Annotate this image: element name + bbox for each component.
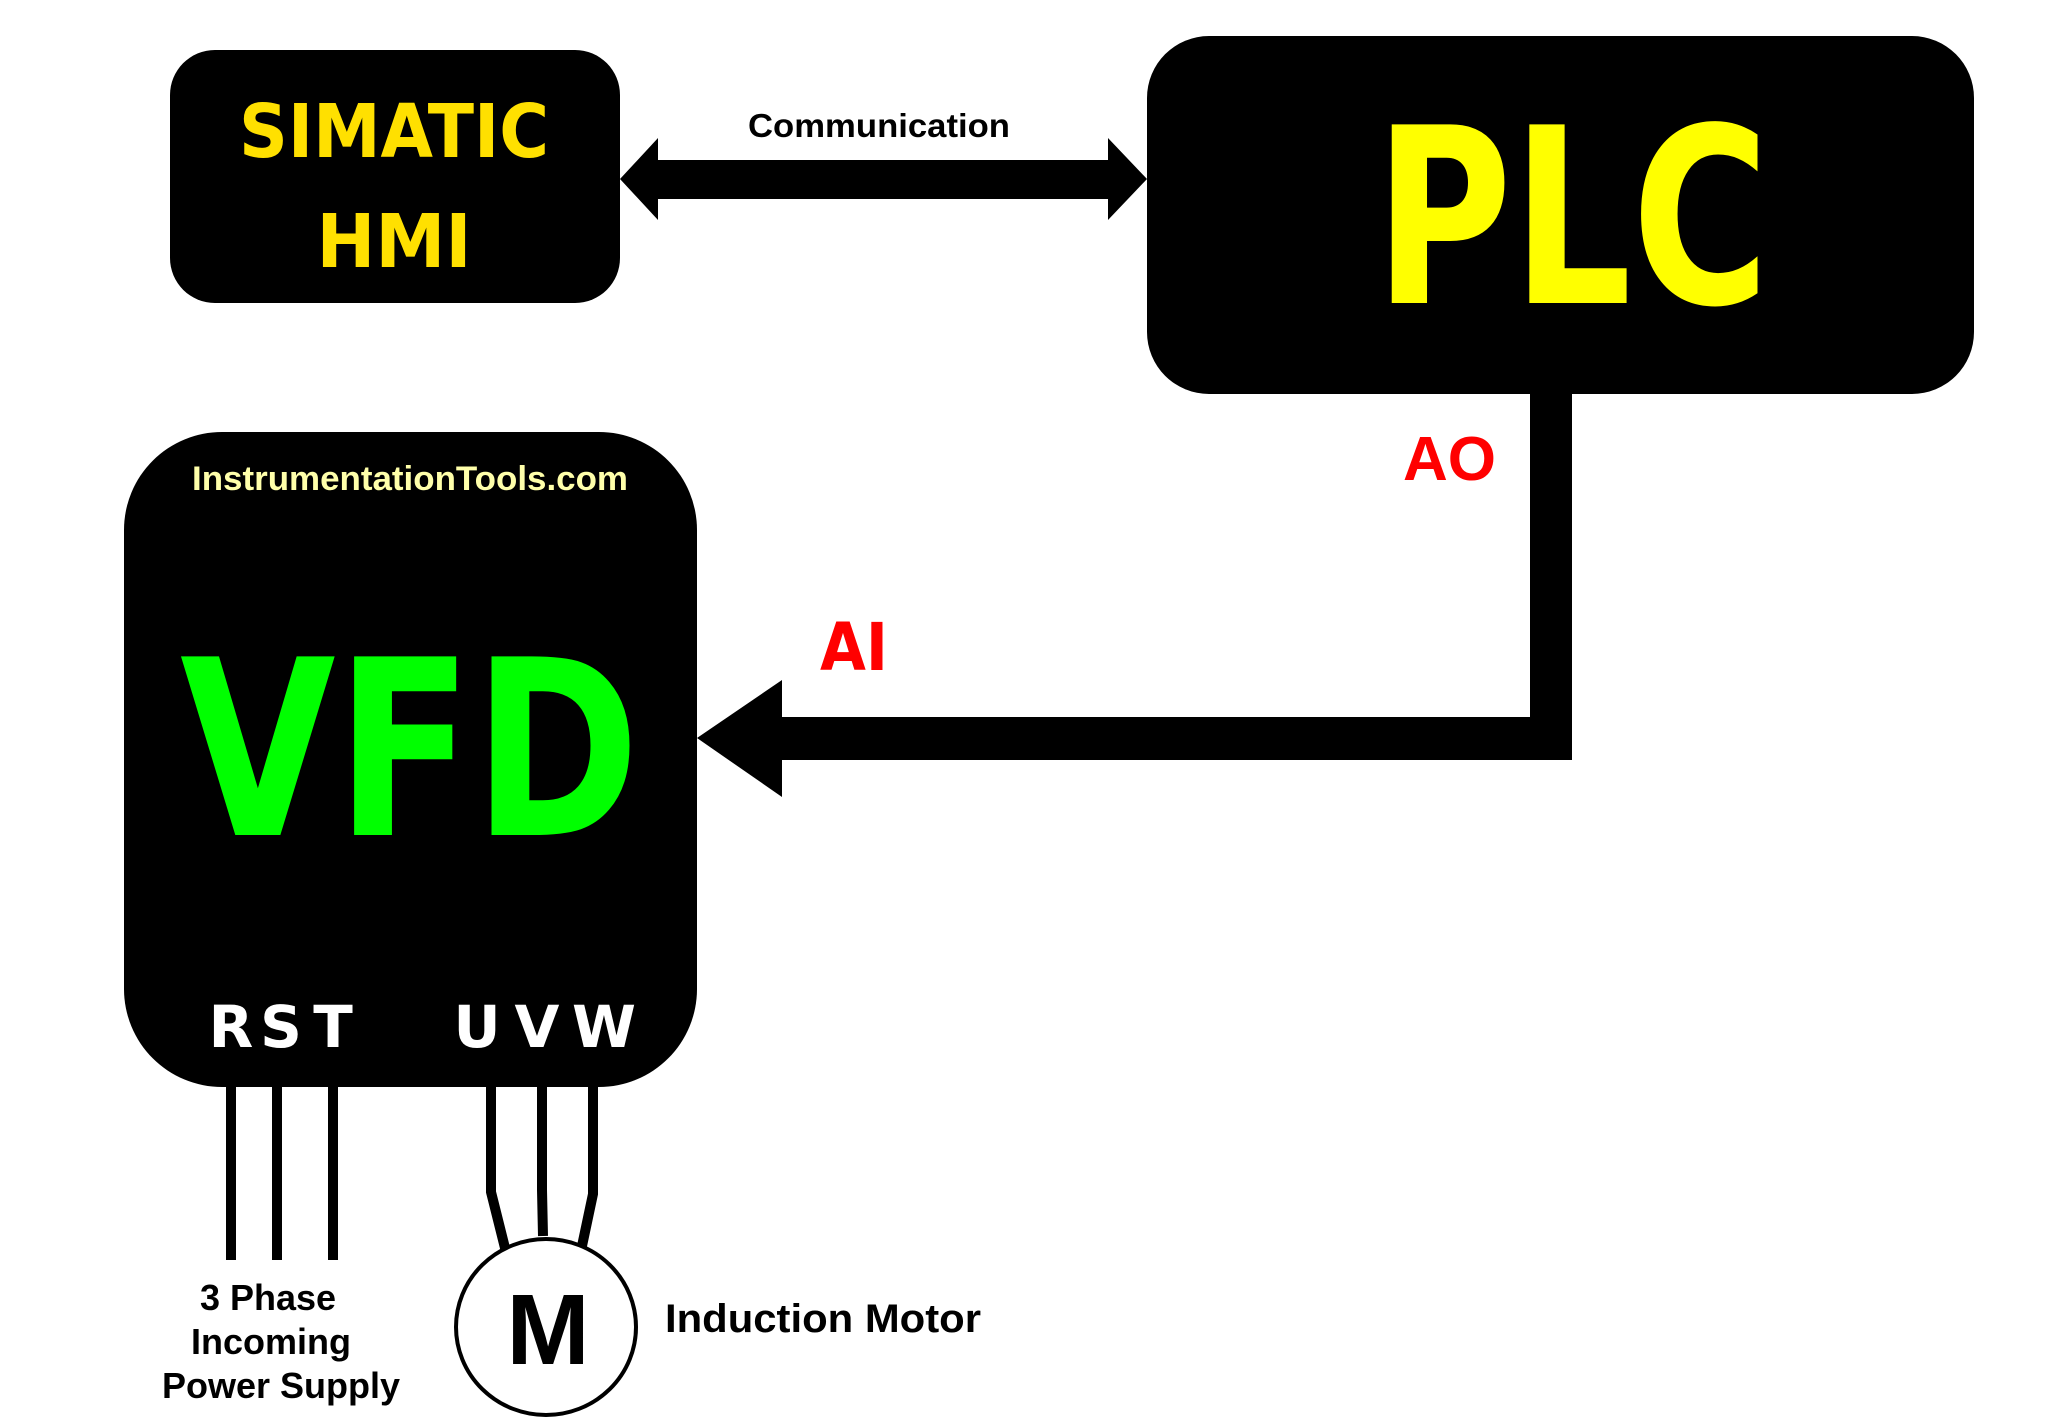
terminal-s: S [260, 993, 302, 1061]
vfd-box [124, 432, 697, 1087]
communication-label: Communication [748, 107, 1010, 144]
terminal-t: T [313, 993, 353, 1061]
communication-link: Communication [620, 107, 1147, 220]
wire-w [577, 1087, 598, 1248]
terminal-w: W [572, 993, 636, 1061]
motor-wires [486, 1087, 598, 1250]
plc-title: PLC [1375, 76, 1770, 361]
hmi-block: SIMATIC HMI [170, 50, 620, 303]
hmi-box [170, 50, 620, 303]
terminal-r: R [209, 993, 254, 1061]
motor-label: Induction Motor [665, 1297, 981, 1341]
double-arrow-icon [620, 138, 1147, 220]
signal-arrow-icon [697, 394, 1572, 797]
ao-label: AO [1403, 425, 1496, 494]
wire-u [486, 1087, 510, 1250]
induction-motor: M Induction Motor [454, 1237, 981, 1417]
wire-v [537, 1087, 548, 1237]
vfd-title: VFD [180, 608, 640, 893]
analog-signal-link: AO AI [697, 394, 1572, 797]
supply-label: 3 Phase Incoming Power Supply [162, 1277, 400, 1406]
motor-circle-icon [454, 1237, 638, 1417]
terminal-u: U [453, 993, 500, 1061]
plc-box [1147, 36, 1974, 394]
vfd-block: InstrumentationTools.com VFD R S T U V W [124, 432, 697, 1087]
supply-line-2: Incoming [191, 1321, 351, 1362]
motor-symbol: M [506, 1274, 589, 1386]
watermark-text: InstrumentationTools.com [192, 460, 628, 498]
supply-wires [226, 1087, 338, 1260]
hmi-title-line2: HMI [317, 199, 472, 285]
supply-line-3: Power Supply [162, 1365, 400, 1406]
supply-line-1: 3 Phase [200, 1277, 336, 1318]
ai-label: AI [820, 609, 888, 686]
terminal-v: V [515, 993, 560, 1061]
hmi-title-line1: SIMATIC [239, 89, 549, 175]
plc-block: PLC [1147, 36, 1974, 394]
